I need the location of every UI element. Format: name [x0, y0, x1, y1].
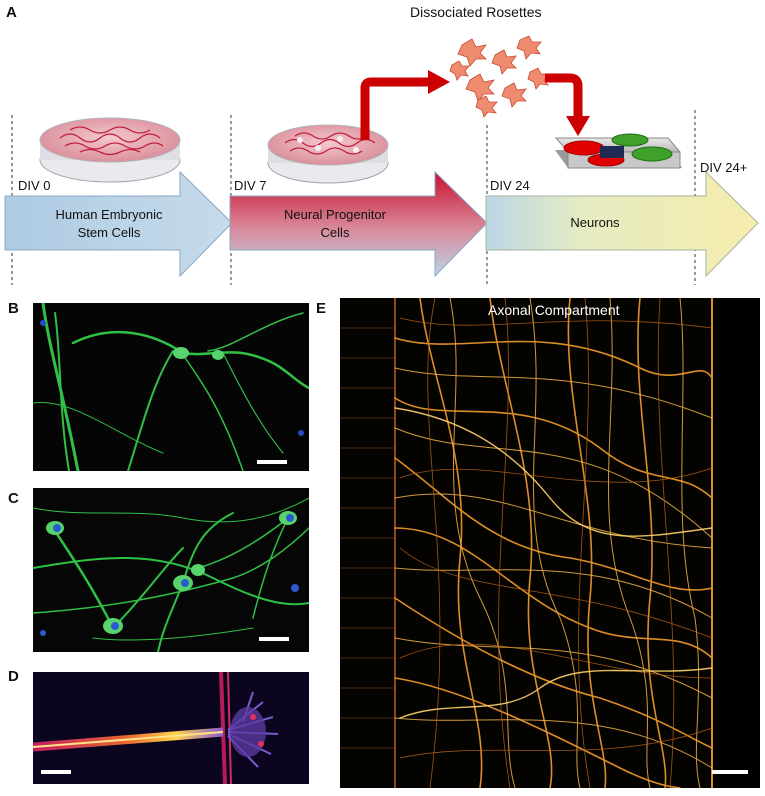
stage-progenitor-line2: Cells: [320, 225, 350, 240]
curved-arrow-to-plate-icon: [545, 73, 583, 118]
axonal-compartment-label: Axonal Compartment: [488, 302, 620, 318]
stage-hesc-text: Human Embryonic Stem Cells: [14, 206, 204, 242]
petri-dish-progenitor-icon: [267, 124, 389, 184]
curved-arrow-to-rosettes-icon: [360, 77, 430, 140]
scale-bar-e: [712, 770, 748, 774]
stage-hesc-line1: Human Embryonic: [55, 207, 163, 222]
div7-label: DIV 7: [234, 178, 267, 193]
stage-progenitor-line1: Neural Progenitor: [284, 207, 386, 222]
stage-arrow-progenitor: [229, 170, 488, 278]
panel-c-letter: C: [8, 490, 19, 507]
dissociated-cells-icon: [449, 35, 550, 118]
micrograph-d: [33, 672, 309, 784]
stage-neurons-text: Neurons: [570, 215, 620, 230]
micrograph-c: [33, 488, 309, 652]
stage-progenitor-text: Neural Progenitor Cells: [240, 206, 430, 242]
panel-d-letter: D: [8, 668, 19, 685]
scale-bar-d: [41, 770, 71, 774]
petri-dish-hesc-icon: [39, 117, 181, 183]
stage-arrow-hesc: [4, 170, 233, 278]
panel-b-letter: B: [8, 300, 19, 317]
stage-arrow-neurons: [485, 170, 759, 278]
div0-label: DIV 0: [18, 178, 51, 193]
culture-plate-icon: [554, 133, 682, 169]
dissociated-rosettes-label: Dissociated Rosettes: [410, 4, 542, 20]
panel-a-letter: A: [6, 4, 17, 21]
scale-bar-c: [259, 637, 289, 641]
micrograph-b: [33, 303, 309, 471]
timeline-diagram: [4, 35, 759, 285]
div24plus-label: DIV 24+: [700, 160, 748, 175]
micrograph-e: Axonal Compartment: [340, 298, 760, 788]
stage-hesc-line2: Stem Cells: [77, 225, 141, 240]
panel-e-letter: E: [316, 300, 327, 317]
div24-label: DIV 24: [490, 178, 530, 193]
scale-bar-b: [257, 460, 287, 464]
